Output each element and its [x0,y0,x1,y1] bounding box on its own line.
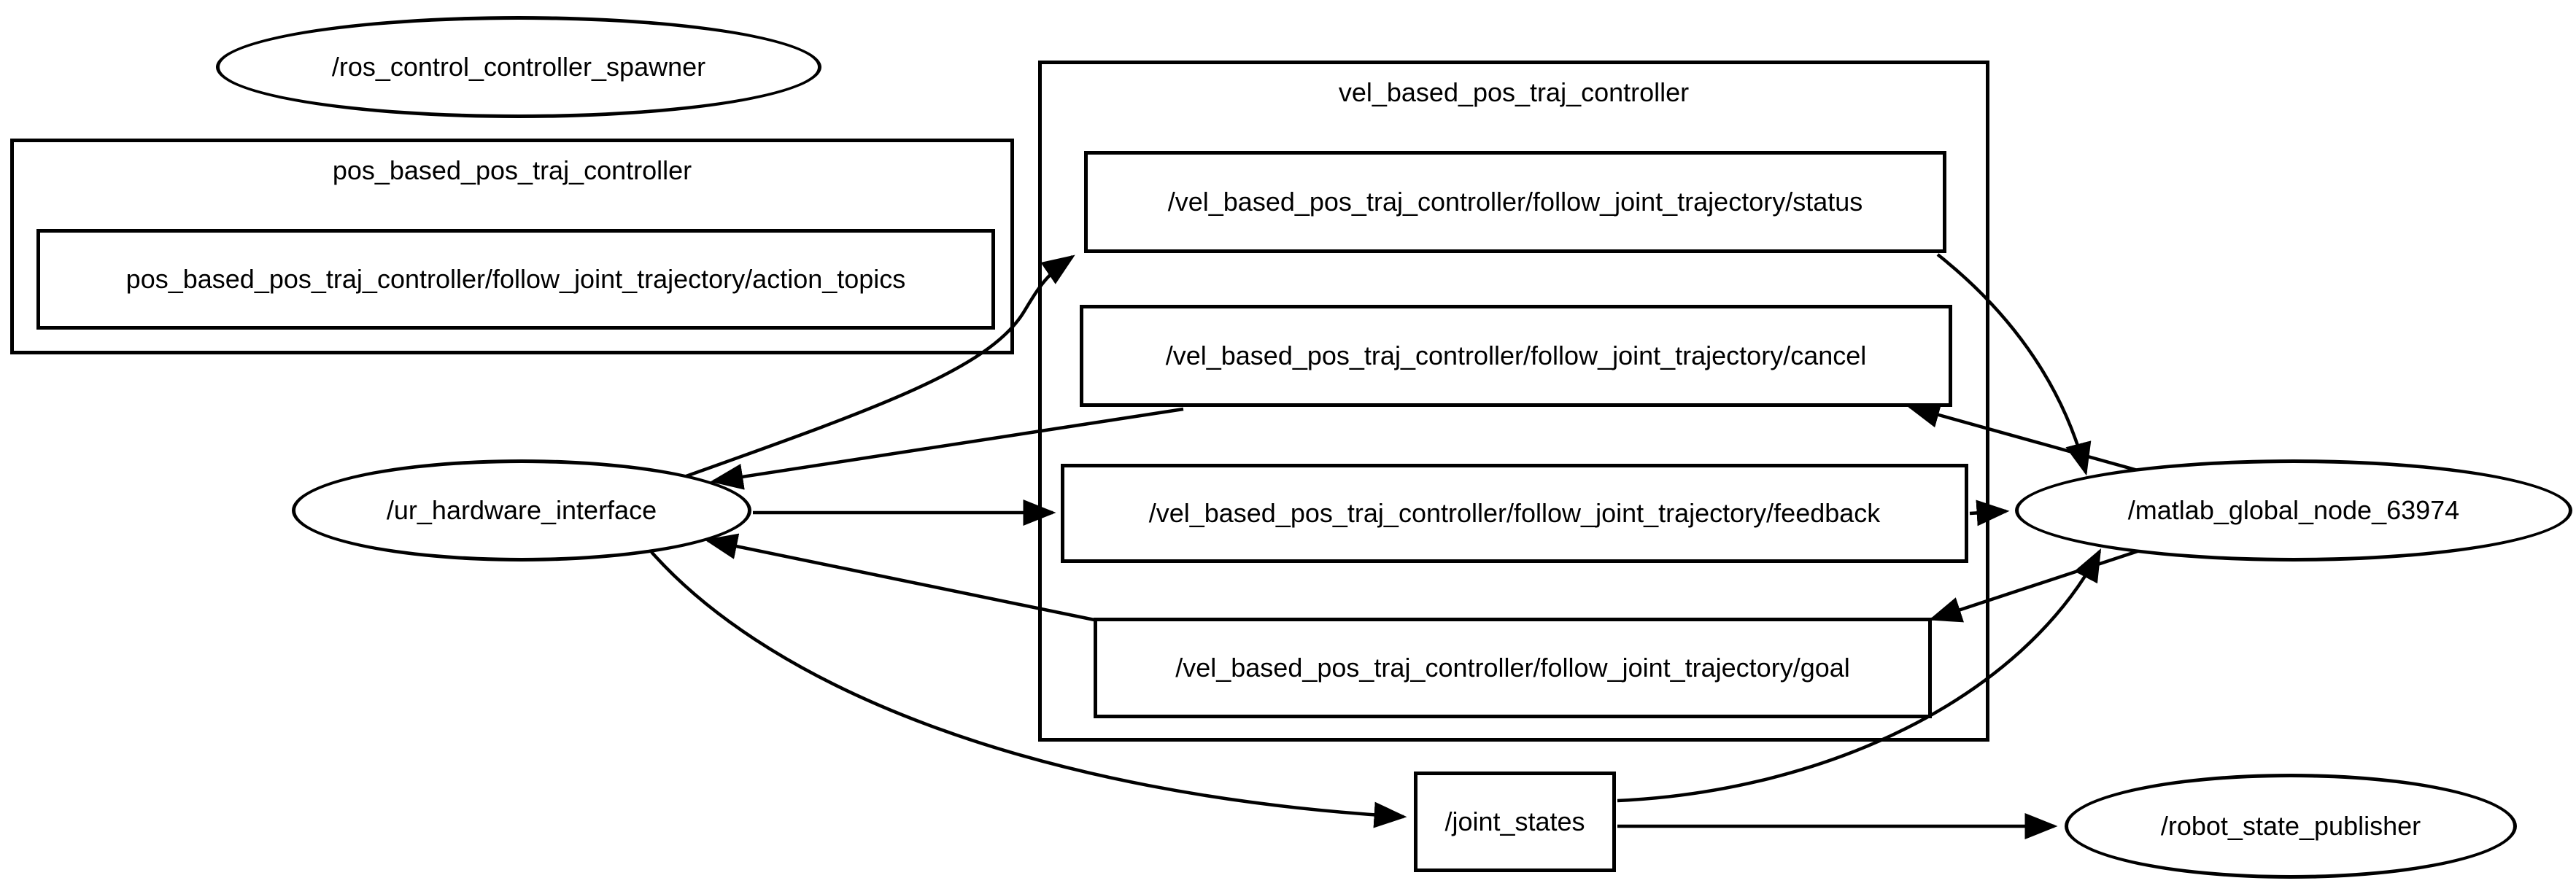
edge-ur-to-status [681,254,1075,480]
edge-cancel-to-ur [710,407,1184,490]
node-label: /vel_based_pos_traj_controller/follow_jo… [1175,653,1850,683]
node-follow-joint-trajectory-feedback: /vel_based_pos_traj_controller/follow_jo… [1061,464,1968,563]
node-label: /joint_states [1444,807,1585,837]
edge-matlab-to-goal [1928,549,2138,623]
node-label: /matlab_global_node_63974 [2127,495,2460,526]
node-action-topics: pos_based_pos_traj_controller/follow_joi… [36,229,995,330]
cluster-pos-based-pos-traj-controller: pos_based_pos_traj_controller pos_based_… [10,139,1014,354]
edge-joint-states-to-matlab [1617,548,2102,803]
node-label: /vel_based_pos_traj_controller/follow_jo… [1165,341,1867,371]
node-robot-state-publisher: /robot_state_publisher [2065,774,2517,879]
node-joint-states: /joint_states [1414,772,1616,872]
node-ros-control-controller-spawner: /ros_control_controller_spawner [216,16,821,118]
node-label: /robot_state_publisher [2160,811,2421,842]
node-label: pos_based_pos_traj_controller/follow_joi… [125,264,906,295]
node-follow-joint-trajectory-status: /vel_based_pos_traj_controller/follow_jo… [1084,151,1946,253]
node-matlab-global-node: /matlab_global_node_63974 [2015,459,2572,561]
cluster-title: vel_based_pos_traj_controller [1338,77,1690,107]
edge-matlab-to-cancel [1906,402,2138,473]
node-ur-hardware-interface: /ur_hardware_interface [292,459,751,561]
edge-ur-to-joint-states [650,551,1407,828]
node-follow-joint-trajectory-cancel: /vel_based_pos_traj_controller/follow_jo… [1080,305,1952,407]
node-label: /ros_control_controller_spawner [331,52,706,82]
node-label: /vel_based_pos_traj_controller/follow_jo… [1167,187,1863,217]
edge-goal-to-ur [704,533,1095,622]
node-follow-joint-trajectory-goal: /vel_based_pos_traj_controller/follow_jo… [1094,618,1932,718]
node-label: /vel_based_pos_traj_controller/follow_jo… [1148,498,1881,529]
edge-status-to-matlab [1936,253,2092,476]
node-label: /ur_hardware_interface [386,495,657,526]
cluster-title: pos_based_pos_traj_controller [332,155,692,185]
cluster-vel-based-pos-traj-controller: vel_based_pos_traj_controller /vel_based… [1038,61,1989,742]
